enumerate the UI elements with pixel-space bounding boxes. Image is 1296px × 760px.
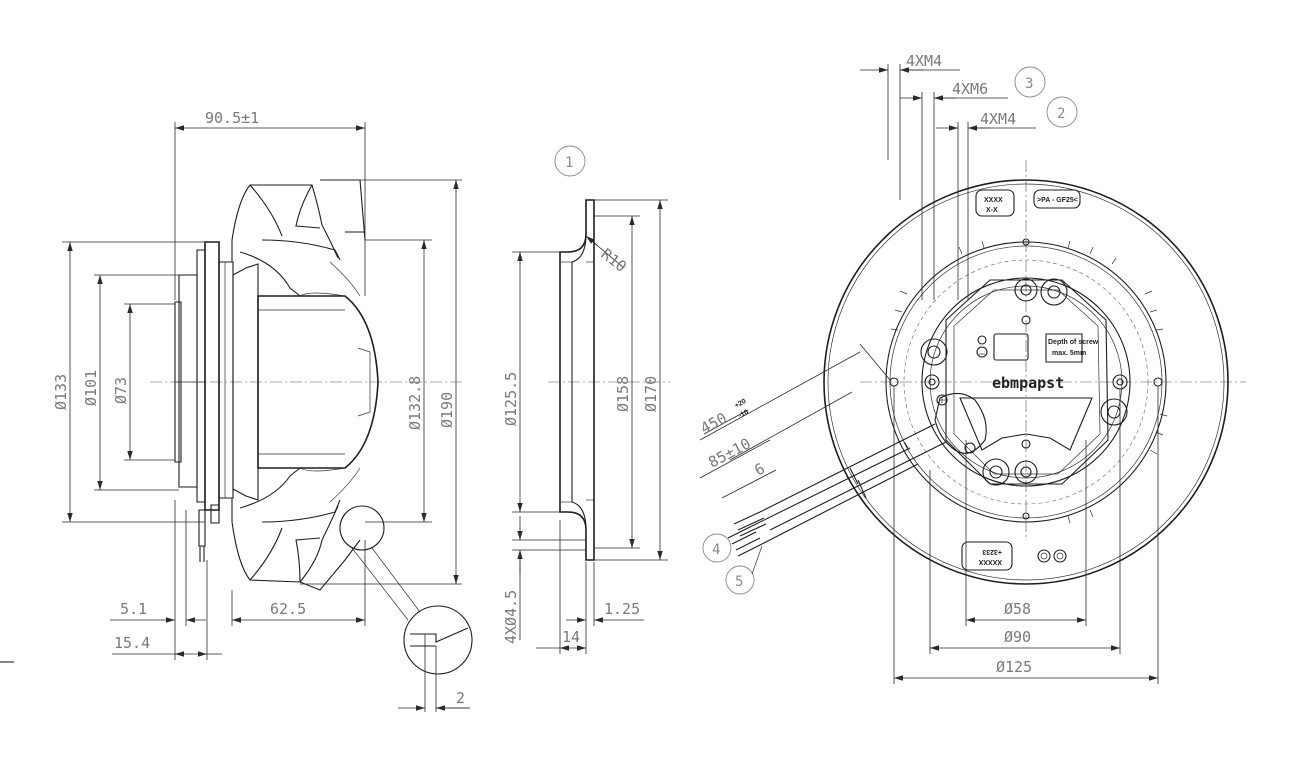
label-part-top-1: XXXX <box>984 197 1003 204</box>
depth-label-plate <box>1046 334 1082 362</box>
wire-ends <box>728 512 766 556</box>
motor-rotor <box>258 296 378 468</box>
hub-pocket <box>946 280 1108 484</box>
callout-4 <box>703 534 731 562</box>
part-label-bottom <box>962 542 1012 570</box>
dim-d132-8: Ø132.8 <box>406 376 424 430</box>
dim-w1-25: 1.25 <box>604 600 640 618</box>
dim-w15-4: 15.4 <box>114 634 150 652</box>
callout-3-label: 3 <box>1025 76 1033 92</box>
dim-w62-5: 62.5 <box>270 600 306 618</box>
dim-d73: Ø73 <box>112 377 130 404</box>
thread-2: 4XM6 <box>952 80 988 98</box>
dim-holes: 4XØ4.5 <box>502 590 520 644</box>
dim-cable-450: 450 <box>697 409 729 438</box>
display-window <box>994 334 1028 360</box>
blade-ticks <box>891 241 1167 523</box>
dim-d133: Ø133 <box>52 374 70 410</box>
blade-bot-1 <box>232 522 322 582</box>
dim-cable-85: 85±10 <box>705 434 753 471</box>
brand-label: ebmpapst <box>992 374 1064 392</box>
dim-detail-2: 2 <box>456 689 465 707</box>
blade-top-2 <box>240 252 300 296</box>
cable-outer-3 <box>752 448 910 526</box>
impeller-shroud-outer <box>824 180 1228 584</box>
dim-d58: Ø58 <box>1004 600 1031 618</box>
dim-cable-450-tol-plus: +20 <box>734 398 748 410</box>
shroud-bottom <box>300 540 360 590</box>
dim-cable-6: 6 <box>751 459 767 479</box>
dim-d170: Ø170 <box>642 376 660 412</box>
dim-w5-1: 5.1 <box>120 600 147 618</box>
dim-overall-depth: 90.5±1 <box>205 109 259 127</box>
label-depth-1: Depth of screw <box>1048 339 1099 346</box>
front-view: Depth of screw max. 5mm ebmpapst XXXX X-… <box>697 52 1246 684</box>
rotor-ring <box>922 278 1130 486</box>
shroud-top <box>320 180 365 240</box>
inlet-ring-profile <box>560 200 594 560</box>
blade-bot-2 <box>240 468 300 508</box>
side-view: 2 90.5±1 Ø133 Ø101 Ø73 Ø132.8 Ø190 <box>52 109 472 712</box>
dim-cable-450-tol-minus: -10 <box>738 409 750 420</box>
callout-1-label: 1 <box>565 155 573 171</box>
dim-d125-5: Ø125.5 <box>502 372 520 426</box>
dim-d90: Ø90 <box>1004 628 1031 646</box>
screw-bosses <box>890 239 1162 519</box>
cable-gland <box>199 510 205 546</box>
label-depth-2: max. 5mm <box>1052 350 1086 357</box>
rotor-face <box>179 275 197 487</box>
callout-3 <box>1015 67 1045 97</box>
detail-circle-large <box>404 606 472 674</box>
detail-circle-small <box>340 506 384 550</box>
cable-outer-2 <box>770 442 946 530</box>
cable-outer-4 <box>762 464 918 544</box>
label-part-bottom-2: XXXXX <box>978 558 1002 565</box>
callout-2-label: 2 <box>1057 106 1065 122</box>
backplate <box>219 262 233 498</box>
callout-2 <box>1047 97 1077 127</box>
screw-1 <box>1038 550 1050 562</box>
inlet-ring-view: 1 R10 Ø125.5 Ø158 Ø170 4XØ4.5 <box>502 146 670 654</box>
blade-top-1 <box>232 185 322 240</box>
ground-symbol <box>977 347 987 357</box>
dim-d125: Ø125 <box>996 658 1032 676</box>
mounting-flange <box>205 242 219 510</box>
dim-w14: 14 <box>562 628 580 646</box>
label-part-top-2: X-X <box>986 207 998 214</box>
callout-5 <box>726 566 754 594</box>
thread-1: 4XM4 <box>906 52 942 70</box>
part-label-top <box>976 190 1014 216</box>
impeller-inner-ring <box>886 242 1166 522</box>
label-material: >PA - GF25< <box>1037 197 1078 204</box>
callout-1 <box>555 146 585 176</box>
dim-d190: Ø190 <box>438 392 456 428</box>
dim-d101: Ø101 <box>82 370 100 406</box>
callout-5-label: 5 <box>735 574 743 590</box>
material-label <box>1034 190 1080 208</box>
hub-spokes <box>960 398 1092 450</box>
callout-4-label: 4 <box>712 542 720 558</box>
motor-step <box>233 264 258 500</box>
label-part-bottom-1: +3233 <box>982 548 1002 555</box>
screw-2 <box>1054 550 1066 562</box>
flange-lip <box>197 250 205 502</box>
cable-entry <box>935 393 986 453</box>
cable-outer-1 <box>760 424 935 512</box>
dim-d158: Ø158 <box>614 376 632 412</box>
thread-3: 4XM4 <box>980 110 1016 128</box>
